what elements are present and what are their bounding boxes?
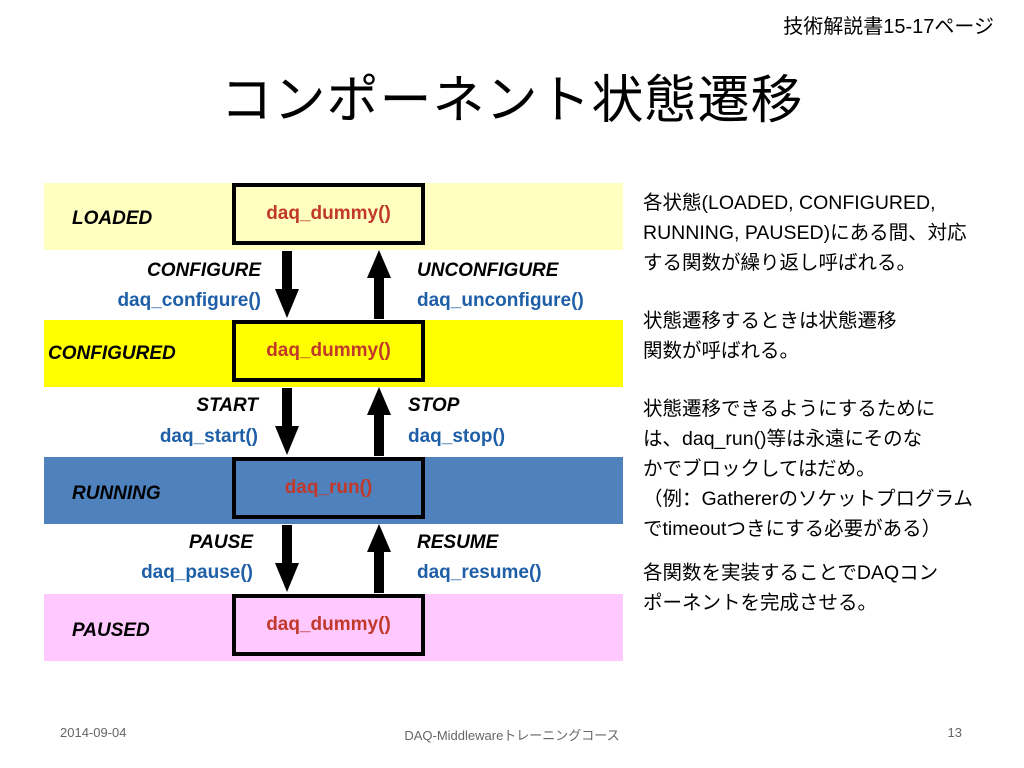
state-function-configured: daq_dummy() bbox=[266, 340, 391, 361]
page-reference: 技術解説書15-17ページ bbox=[783, 16, 994, 38]
transition-function-unconfigure: daq_unconfigure() bbox=[417, 290, 584, 311]
arrow-start bbox=[275, 388, 299, 455]
description-paragraph: 状態遷移するときは状態遷移 関数が呼ばれる。 bbox=[643, 306, 1013, 366]
description-line: 関数が呼ばれる。 bbox=[643, 340, 800, 362]
transition-label-configure: CONFIGURE bbox=[147, 260, 261, 281]
state-function-box-loaded: daq_dummy() bbox=[232, 183, 425, 245]
description-line: でtimeoutつきにする必要がある） bbox=[643, 518, 942, 540]
transition-function-resume: daq_resume() bbox=[417, 562, 542, 583]
state-function-running: daq_run() bbox=[284, 477, 373, 498]
description-paragraph: 各状態(LOADED, CONFIGURED, RUNNING, PAUSED)… bbox=[643, 188, 1013, 278]
transition-function-configure: daq_configure() bbox=[117, 290, 261, 311]
description-line: 状態遷移できるようにするために bbox=[643, 398, 936, 420]
arrow-resume bbox=[367, 524, 391, 593]
arrow-unconfigure bbox=[367, 250, 391, 319]
arrow-stop bbox=[367, 387, 391, 456]
description-line: は、daq_run()等は永遠にそのな bbox=[643, 428, 923, 450]
description-line: する関数が繰り返し呼ばれる。 bbox=[643, 252, 917, 274]
transition-function-pause: daq_pause() bbox=[141, 562, 253, 583]
state-name-paused: PAUSED bbox=[72, 620, 150, 641]
description-line: 各関数を実装することでDAQコン bbox=[643, 562, 939, 584]
state-name-running: RUNNING bbox=[72, 483, 161, 504]
footer-date: 2014-09-04 bbox=[60, 725, 127, 740]
state-name-configured: CONFIGURED bbox=[48, 343, 176, 364]
state-function-box-paused: daq_dummy() bbox=[232, 594, 425, 656]
description-panel: 各状態(LOADED, CONFIGURED, RUNNING, PAUSED)… bbox=[643, 188, 1013, 646]
description-paragraph: 状態遷移できるようにするために は、daq_run()等は永遠にそのな かでブロ… bbox=[643, 394, 1013, 544]
transition-label-pause: PAUSE bbox=[188, 532, 253, 553]
slide-title: コンポーネント状態遷移 bbox=[220, 72, 804, 130]
state-function-box-running: daq_run() bbox=[232, 457, 425, 519]
description-line: ポーネントを完成させる。 bbox=[643, 592, 878, 614]
description-line: （例：Gathererのソケットプログラム bbox=[643, 488, 973, 510]
state-function-paused: daq_dummy() bbox=[266, 614, 391, 635]
transition-function-start: daq_start() bbox=[159, 426, 258, 447]
description-line: RUNNING, PAUSED)にある間、対応 bbox=[643, 222, 967, 244]
arrow-configure bbox=[275, 251, 299, 318]
description-paragraph: 各関数を実装することでDAQコン ポーネントを完成させる。 bbox=[643, 558, 1013, 618]
footer-page-number: 13 bbox=[947, 725, 962, 740]
transition-label-stop: STOP bbox=[408, 395, 460, 416]
state-function-box-configured: daq_dummy() bbox=[232, 320, 425, 382]
arrow-pause bbox=[275, 525, 299, 592]
transition-function-stop: daq_stop() bbox=[408, 426, 506, 447]
description-line: 状態遷移するときは状態遷移 bbox=[643, 310, 897, 332]
transition-label-unconfigure: UNCONFIGURE bbox=[417, 260, 559, 281]
transition-label-start: START bbox=[196, 395, 258, 416]
state-function-loaded: daq_dummy() bbox=[266, 203, 391, 224]
transition-label-resume: RESUME bbox=[417, 532, 499, 553]
state-name-loaded: LOADED bbox=[72, 208, 153, 229]
description-line: かでブロックしてはだめ。 bbox=[643, 458, 876, 480]
footer-course: DAQ-Middlewareトレーニングコース bbox=[404, 728, 620, 743]
description-line: 各状態(LOADED, CONFIGURED, bbox=[643, 192, 936, 214]
